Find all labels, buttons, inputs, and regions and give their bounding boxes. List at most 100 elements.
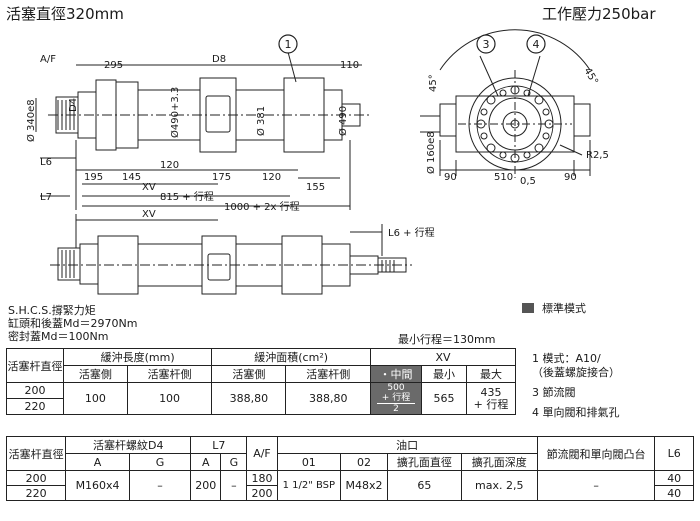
t2-port-01: 1 1/2" BSP <box>276 470 342 501</box>
dim-110: 110 <box>340 60 359 71</box>
note-md1: 缸頭和後蓋Md＝2970Nm <box>8 317 138 330</box>
t2-h-02: 02 <box>340 453 388 471</box>
balloon-1 <box>278 34 298 54</box>
t1-rod-2: 220 <box>6 398 64 415</box>
t2-rod-1: 200 <box>5 470 67 486</box>
t1-h-len-rod: 活塞杆側 <box>126 365 213 383</box>
t2-rod-2: 220 <box>5 485 67 501</box>
t2-l6-1: 40 <box>654 470 694 486</box>
t1-h-rod: 活塞杆直徑 <box>6 348 64 383</box>
dim-145: 145 <box>122 172 141 183</box>
dim-120a: 120 <box>160 160 179 171</box>
t1-max: 435 + 行程 <box>466 382 516 415</box>
t1-min: 565 <box>421 382 467 415</box>
dim-195: 195 <box>84 172 103 183</box>
dim-1000: 1000 + 2x 行程 <box>224 200 300 213</box>
t2-h-thread: 活塞杆螺紋D4 <box>65 436 192 454</box>
dim-r25: R2,5 <box>586 150 609 161</box>
dim-phi490-33: Ø490+3.3 <box>169 87 181 138</box>
dim-phi490: Ø 490 <box>337 106 349 136</box>
t1-h-area-piston: 活塞側 <box>211 365 287 383</box>
t2-port-02: M48x2 <box>340 470 388 501</box>
t1-mid-num: 500 <box>387 383 405 393</box>
balloon-4-label: 4 <box>533 38 540 51</box>
port-table: 活塞杆直徑 活塞杆螺紋D4 L7 A/F 油口 節流閥和單向閥凸台 L6 A G… <box>5 436 694 501</box>
t2-h-a1: A <box>65 453 130 471</box>
t2-af-1: 180 <box>246 470 278 486</box>
dim-d4: D4 <box>68 98 79 112</box>
angle-45-right: 45° <box>581 66 599 87</box>
t1-max-1: 435 <box>480 385 502 399</box>
legend-swatch <box>522 303 534 313</box>
t2-thread-g: – <box>128 470 192 501</box>
t1-max-2: + 行程 <box>473 397 509 411</box>
t2-h-spot-d: 擴孔面直徑 <box>386 453 462 471</box>
cylinder-drawing: 1 3 4 A/F 295 D8 110 L6 L7 195 145 120 1… <box>25 29 609 295</box>
dim-510: 510 <box>494 172 513 183</box>
dim-l7: L7 <box>40 192 52 203</box>
t1-mid: 500 + 行程 2 <box>370 382 422 415</box>
t2-spot-d: 65 <box>386 470 462 501</box>
t2-h-af: A/F <box>246 436 278 471</box>
t2-h-valve: 節流閥和單向閥凸台 <box>536 436 656 471</box>
dim-l6: L6 <box>40 157 52 168</box>
t1-h-max: 最大 <box>466 365 516 383</box>
legend-label: 標準模式 <box>542 302 586 315</box>
dim-d8: D8 <box>212 54 226 65</box>
min-stroke: 最小行程＝130mm <box>398 333 496 346</box>
t1-h-min: 最小 <box>421 365 467 383</box>
t2-valve: – <box>536 470 656 501</box>
t2-h-spot-depth: 擴孔面深度 <box>460 453 538 471</box>
side-note-3: 3 節流閥 <box>532 386 576 399</box>
side-note-1a: 1 模式：A10/ <box>532 352 601 365</box>
t1-area-piston: 388,80 <box>211 382 287 415</box>
t2-h-g1: G <box>128 453 192 471</box>
t2-h-g2: G <box>220 453 248 471</box>
dim-phi160: Ø 160e8 <box>425 131 437 174</box>
side-note-4: 4 單向閥和排氣孔 <box>532 406 620 419</box>
t1-len-rod: 100 <box>126 382 213 415</box>
t1-h-len-piston: 活塞側 <box>63 365 128 383</box>
t2-h-l7: L7 <box>190 436 248 454</box>
legend: 標準模式 <box>522 300 586 316</box>
dim-af: A/F <box>40 54 56 65</box>
dim-l6-stroke: L6 + 行程 <box>388 226 435 239</box>
t2-h-l6: L6 <box>654 436 694 471</box>
t2-h-rod: 活塞杆直徑 <box>5 436 67 471</box>
dim-175: 175 <box>212 172 231 183</box>
dim-xv: XV <box>142 182 156 193</box>
t2-h-port: 油口 <box>276 436 538 454</box>
t2-l7-a: 200 <box>190 470 222 501</box>
t1-mid-plus: + 行程 <box>381 393 411 403</box>
page-title: 活塞直徑320mm <box>6 5 124 23</box>
cushion-table: 活塞杆直徑 緩沖長度(mm) 緩沖面積(cm²) XV 活塞側 活塞杆側 活塞側… <box>6 348 516 415</box>
angle-45-left: 45° <box>428 74 439 92</box>
note-shcs: S.H.C.S.撐緊力矩 <box>8 304 96 317</box>
dim-295: 295 <box>104 60 123 71</box>
t2-thread-a: M160x4 <box>65 470 130 501</box>
note-md2: 密封蓋Md＝100Nm <box>8 330 109 343</box>
dim-815: 815 + 行程 <box>160 190 214 203</box>
dim-phi381: Ø 381 <box>255 106 267 136</box>
dim-155: 155 <box>306 182 325 193</box>
side-note-1b: （後蓋螺旋接合） <box>532 366 620 379</box>
balloon-3 <box>476 34 496 54</box>
balloon-1-label: 1 <box>285 38 292 51</box>
t2-l6-2: 40 <box>654 485 694 501</box>
pressure-title: 工作壓力250bar <box>542 5 656 23</box>
dim-90-left: 90 <box>444 172 457 183</box>
t2-spot-depth: max. 2,5 <box>460 470 538 501</box>
dim-xv2: XV <box>142 209 156 220</box>
t1-h-mid: ・中間 <box>370 365 422 383</box>
dim-120b: 120 <box>262 172 281 183</box>
t2-h-a2: A <box>190 453 222 471</box>
t1-h-len: 緩沖長度(mm) <box>62 348 213 366</box>
balloon-3-label: 3 <box>483 38 490 51</box>
side-notes: 1 模式：A10/ （後蓋螺旋接合） 3 節流閥 4 單向閥和排氣孔 <box>532 352 620 420</box>
t1-mid-den: 2 <box>377 403 415 414</box>
t2-l7-g: – <box>220 470 248 501</box>
t1-h-area-rod: 活塞杆側 <box>285 365 371 383</box>
t1-len-piston: 100 <box>63 382 128 415</box>
dim-phi340: Ø 340e8 <box>25 99 37 142</box>
dim-90-right: 90 <box>564 172 577 183</box>
